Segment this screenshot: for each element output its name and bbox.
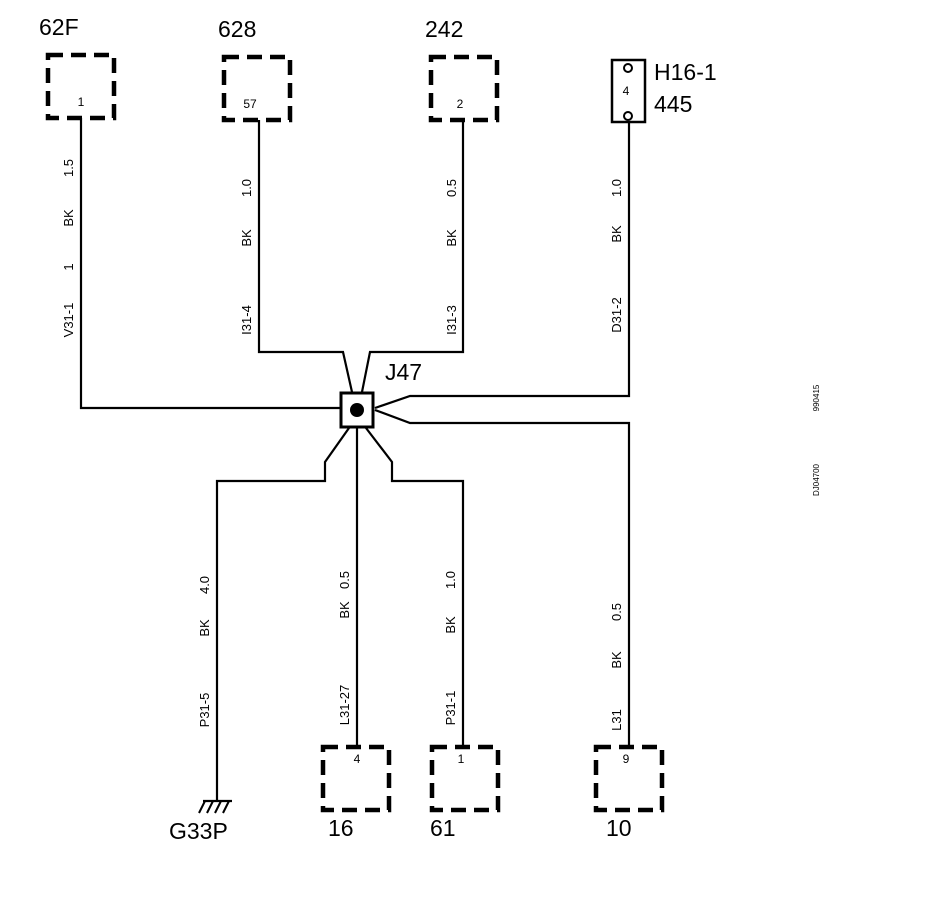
splice-label: J47 xyxy=(385,359,422,385)
ground-g33p: G33P xyxy=(169,799,232,844)
wire-color: BK xyxy=(197,619,212,637)
connector-pin: 1 xyxy=(458,752,465,766)
side-codes: 990415 DJ04700 xyxy=(812,384,821,496)
ground-label: G33P xyxy=(169,818,228,844)
date-code: 990415 xyxy=(812,384,821,411)
splice-dot xyxy=(350,403,364,417)
wire-size: 0.5 xyxy=(444,179,459,197)
wire-id: V31-1 xyxy=(61,303,76,338)
connector-label: H16-1 xyxy=(654,59,717,85)
wire-i31-4 xyxy=(257,120,354,393)
wire-id: I31-3 xyxy=(444,305,459,335)
wire-id: P31-1 xyxy=(443,691,458,726)
wire-id: L31 xyxy=(609,709,624,731)
wire-id: P31-5 xyxy=(197,693,212,728)
wire-color: BK xyxy=(239,229,254,247)
wire-size: 1.5 xyxy=(61,159,76,177)
wire-color: BK xyxy=(609,651,624,669)
wire-d31-2 xyxy=(374,120,631,410)
wire-l31 xyxy=(374,408,631,748)
wire-id: D31-2 xyxy=(609,297,624,332)
wire-color: BK xyxy=(61,209,76,227)
wire-size: 1.0 xyxy=(239,179,254,197)
connector-label: 61 xyxy=(430,815,456,841)
wire-size: 4.0 xyxy=(197,576,212,594)
connector-label: 628 xyxy=(218,16,256,42)
connector-label: 242 xyxy=(425,16,463,42)
connector-pin: 4 xyxy=(623,84,630,98)
connector-h16-1: 4 H16-1 445 xyxy=(610,58,717,124)
connector-label: 62F xyxy=(39,14,79,40)
wire-p31-5 xyxy=(215,427,350,800)
connector-pin: 2 xyxy=(457,97,464,111)
connector-628: 57 628 xyxy=(218,16,293,123)
connector-pin: 4 xyxy=(354,752,361,766)
connector-pin: 9 xyxy=(623,752,630,766)
wire-i31-3 xyxy=(360,120,465,393)
connector-pin: 57 xyxy=(243,97,257,111)
connector-62f: 1 62F xyxy=(39,14,117,121)
wire-color: BK xyxy=(337,601,352,619)
wire-color: BK xyxy=(609,225,624,243)
connector-sublabel: 445 xyxy=(654,91,692,117)
wire-color: BK xyxy=(443,616,458,634)
wire-size: 1.0 xyxy=(443,571,458,589)
wire-p31-1 xyxy=(365,427,465,748)
connector-label: 10 xyxy=(606,815,632,841)
wire-color: BK xyxy=(444,229,459,247)
connector-10: 9 10 xyxy=(593,744,665,841)
connector-label: 16 xyxy=(328,815,354,841)
wire-size: 0.5 xyxy=(337,571,352,589)
splice-j47: J47 xyxy=(339,359,422,429)
wire-number: 1 xyxy=(61,263,76,270)
connector-pin: 1 xyxy=(78,95,85,109)
wires xyxy=(79,118,631,800)
connector-61: 1 61 xyxy=(429,744,501,841)
connector-16: 4 16 xyxy=(320,744,392,841)
wire-size: 1.0 xyxy=(609,179,624,197)
wire-labels: 1.5 BK 1 V31-1 1.0 BK I31-4 0.5 BK I31-3… xyxy=(61,159,624,731)
reference-code: DJ04700 xyxy=(812,463,821,496)
wire-id: I31-4 xyxy=(239,305,254,335)
connector-242: 2 242 xyxy=(425,16,500,123)
wire-id: L31-27 xyxy=(337,685,352,725)
wire-size: 0.5 xyxy=(609,603,624,621)
wire-v31-1 xyxy=(79,118,341,410)
